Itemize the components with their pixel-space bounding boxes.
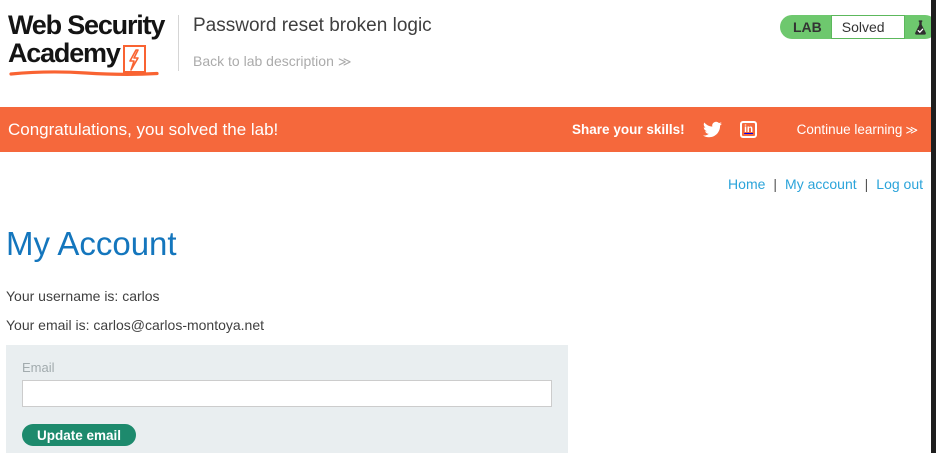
continue-learning-label: Continue learning — [796, 122, 903, 137]
nav-link-log-out[interactable]: Log out — [876, 176, 923, 192]
congratulations-banner: Congratulations, you solved the lab! Sha… — [0, 107, 936, 152]
lab-title: Password reset broken logic — [193, 15, 432, 36]
banner-actions: Share your skills! in Continue learning≫ — [572, 120, 926, 140]
share-skills-label: Share your skills! — [572, 122, 685, 137]
logo-line2: Academy — [8, 38, 121, 68]
twitter-icon[interactable] — [703, 120, 723, 140]
main-content: My Account Your username is: carlos Your… — [0, 152, 930, 453]
logo-underline-stroke — [9, 70, 159, 76]
linkedin-icon-text: in — [744, 124, 754, 135]
linkedin-icon[interactable]: in — [739, 120, 759, 140]
nav-link-home[interactable]: Home — [728, 176, 766, 192]
lab-status-text: Solved — [830, 15, 905, 39]
back-to-lab-description-link[interactable]: Back to lab description≫ — [193, 53, 351, 70]
flask-solved-icon — [905, 15, 936, 39]
page-title: My Account — [6, 225, 177, 262]
header-divider — [178, 15, 179, 71]
nav-link-my-account[interactable]: My account — [785, 176, 857, 192]
email-input[interactable] — [22, 380, 552, 407]
update-email-button[interactable]: Update email — [22, 424, 137, 446]
lab-status-badge: LAB Solved — [780, 15, 936, 39]
email-line: Your email is: carlos@carlos-montoya.net — [6, 317, 265, 333]
nav-separator: | — [864, 176, 869, 192]
email-field-label: Email — [22, 360, 55, 375]
lightning-bolt-icon — [122, 44, 146, 73]
account-nav: Home | My account | Log out — [728, 176, 923, 192]
chevron-right-icon: ≫ — [337, 54, 352, 69]
username-line: Your username is: carlos — [6, 288, 160, 304]
lab-title-block: Password reset broken logic Back to lab … — [193, 13, 432, 71]
logo-line1: Web Security — [8, 10, 165, 40]
chevron-right-icon: ≫ — [905, 123, 918, 137]
lab-badge-label: LAB — [793, 19, 822, 35]
continue-learning-link[interactable]: Continue learning≫ — [797, 122, 918, 137]
web-security-academy-logo[interactable]: Web Security Academy — [8, 10, 168, 76]
nav-separator: | — [773, 176, 778, 192]
scrollbar-track[interactable] — [931, 0, 936, 453]
back-link-label: Back to lab description — [193, 53, 334, 69]
change-email-form: Email Update email — [6, 345, 568, 453]
banner-message: Congratulations, you solved the lab! — [8, 119, 279, 139]
header: Web Security Academy Password reset brok… — [0, 0, 936, 107]
